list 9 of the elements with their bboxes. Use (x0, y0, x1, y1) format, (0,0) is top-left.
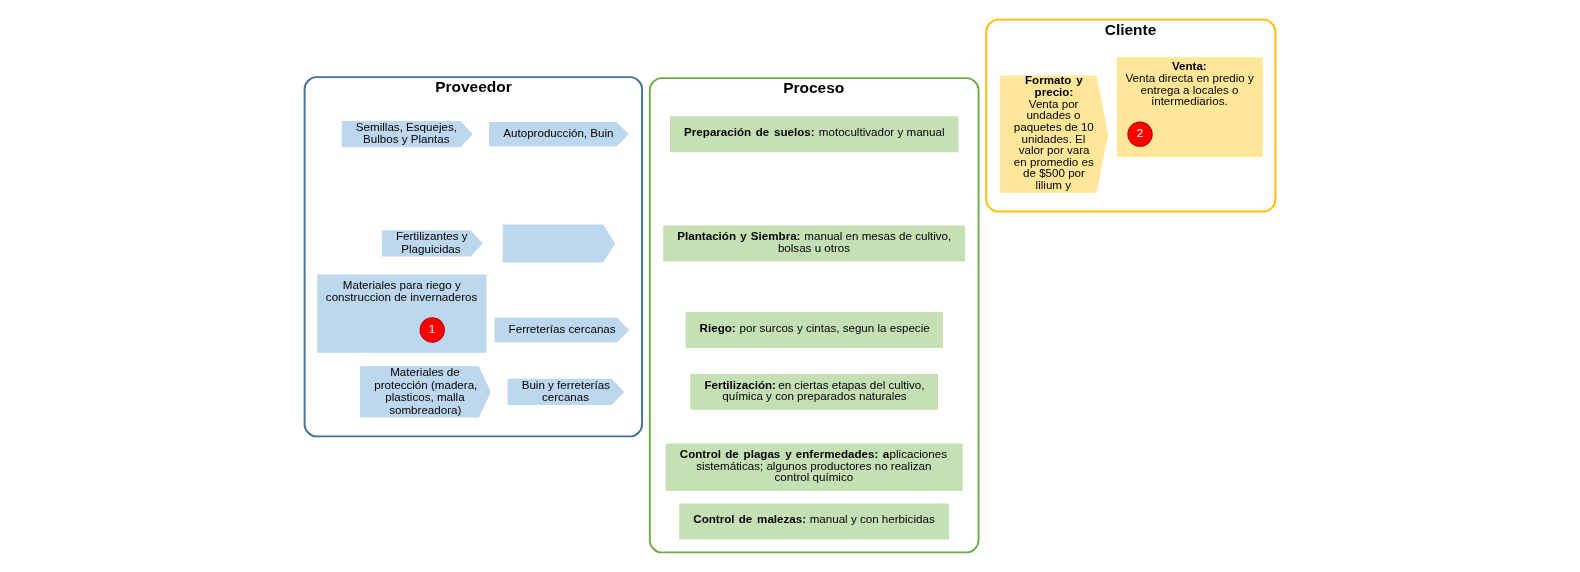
node-box: Preparación de suelos: motocultivador y manual (670, 116, 959, 153)
node-box: Plantación y Siembra: manual en mesas de cultivo, bolsas u otros (663, 225, 966, 262)
node-chevron (502, 224, 616, 263)
node-circle: 2 (1127, 121, 1153, 147)
node-box: Control de malezas: manual y con herbicidas (679, 503, 950, 540)
node-box: Riego: por surcos y cintas, segun la especie (685, 312, 943, 348)
node-circle: 1 (419, 317, 445, 343)
node-box: Control de plagas y enfermedades: aplicaciones sistemáticas; algunos productores no realizan control químico (665, 443, 963, 492)
node-box: Fertilización: en ciertas etapas del cultivo, química y con preparados naturales (690, 373, 939, 410)
